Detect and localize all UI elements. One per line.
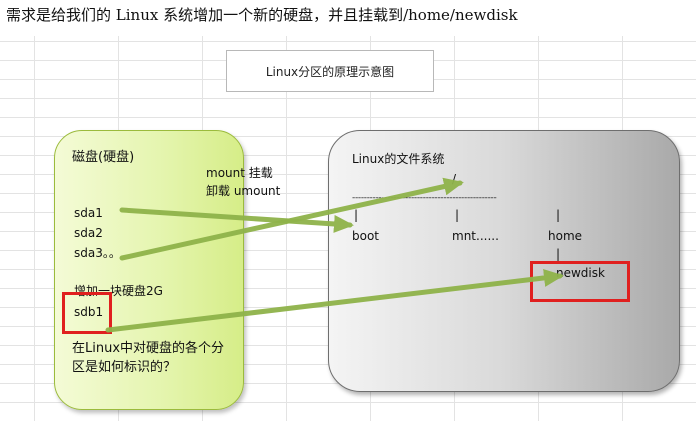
partition-sda2: sda2 [74, 226, 103, 240]
arrow-sda3-to-root [119, 177, 464, 261]
mount-label: mount 挂载 [206, 166, 273, 180]
arrow-sda1-to-boot [119, 207, 354, 233]
disk-heading: 磁盘(硬盘) [72, 150, 135, 165]
sdb1-highlight [62, 292, 112, 334]
fs-title: Linux的文件系统 [352, 152, 445, 166]
fs-tick-boot: | [354, 208, 359, 222]
fs-dir-newdisk: newdisk [556, 266, 605, 280]
diagram-title: Linux分区的原理示意图 [226, 50, 434, 92]
fs-tick-home: | [556, 208, 561, 222]
partition-sdb1: sdb1 [74, 305, 104, 319]
header-text: 需求是给我们的 Linux 系统增加一个新的硬盘，并且挂载到/home/newd… [6, 6, 518, 24]
fs-dir-boot: boot [352, 229, 380, 243]
fs-tick-mnt: | [455, 208, 460, 222]
diagram-title-label: Linux分区的原理示意图 [265, 64, 395, 79]
partition-sda1: sda1 [74, 206, 103, 220]
fs-dir-mnt: mnt...... [452, 229, 499, 243]
umount-label: 卸载 umount [206, 184, 281, 198]
arrow-sdb1-to-newdisk [105, 268, 564, 333]
disk-panel [54, 130, 244, 410]
fs-tick-newdisk: | [556, 247, 561, 261]
partition-sda3: sda3。。 [74, 246, 121, 260]
partition-question: 在Linux中对硬盘的各个分区是如何标识的？ [72, 341, 225, 375]
fs-dir-home: home [548, 229, 583, 243]
fs-dash-line: ----------------------------------------… [352, 193, 497, 203]
